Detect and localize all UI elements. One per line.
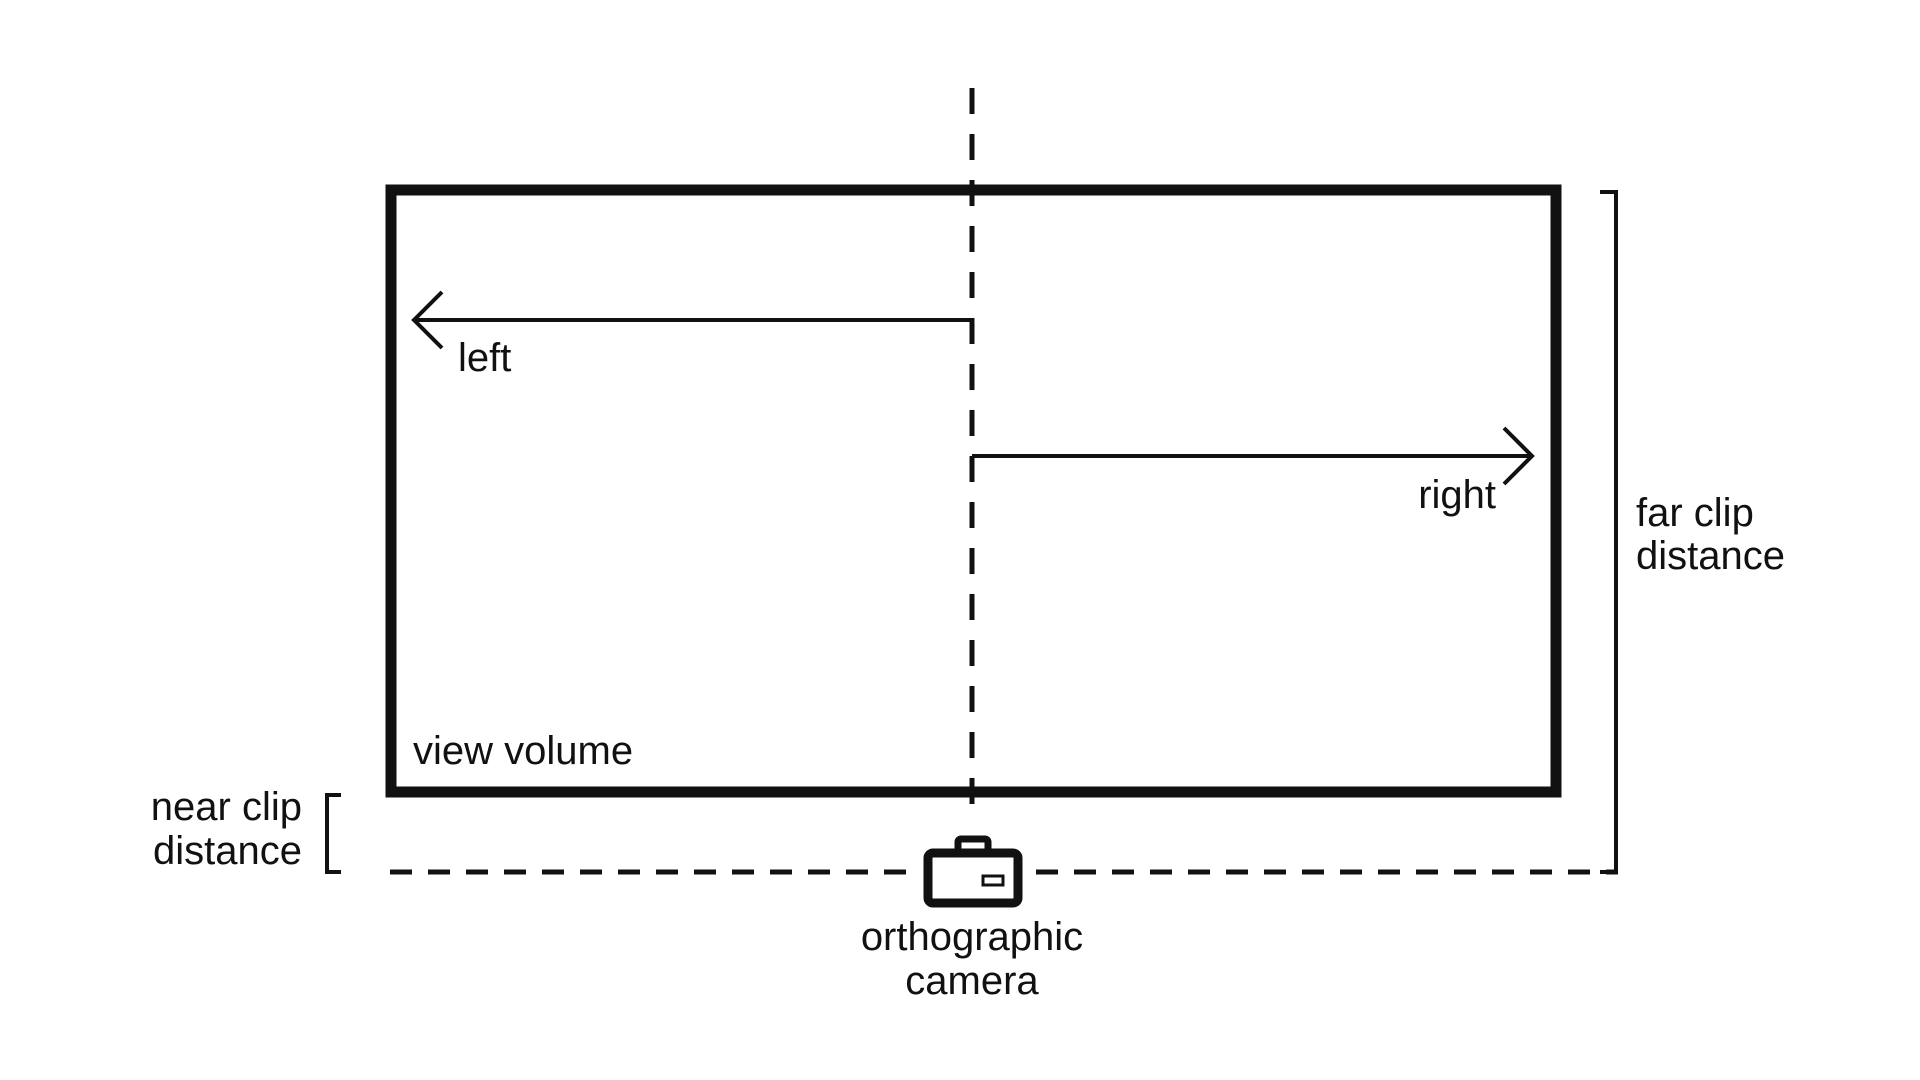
near-clip-label-line1: near clip: [151, 785, 302, 829]
far-clip-bracket: [1600, 190, 1618, 874]
near-clip-bracket: [325, 793, 341, 874]
arrow-right-icon: [972, 426, 1535, 486]
left-label: left: [458, 336, 511, 380]
view-volume-label: view volume: [413, 729, 633, 773]
near-clip-label-line2: distance: [153, 829, 302, 873]
camera-icon: [923, 835, 1023, 908]
camera-label-line1: orthographic: [861, 915, 1083, 959]
far-clip-label-line1: far clip: [1636, 491, 1754, 535]
right-label: right: [1418, 473, 1496, 517]
arrow-left-icon: [411, 290, 972, 350]
camera-label-line2: camera: [905, 959, 1039, 1003]
far-clip-label-line2: distance: [1636, 534, 1785, 578]
